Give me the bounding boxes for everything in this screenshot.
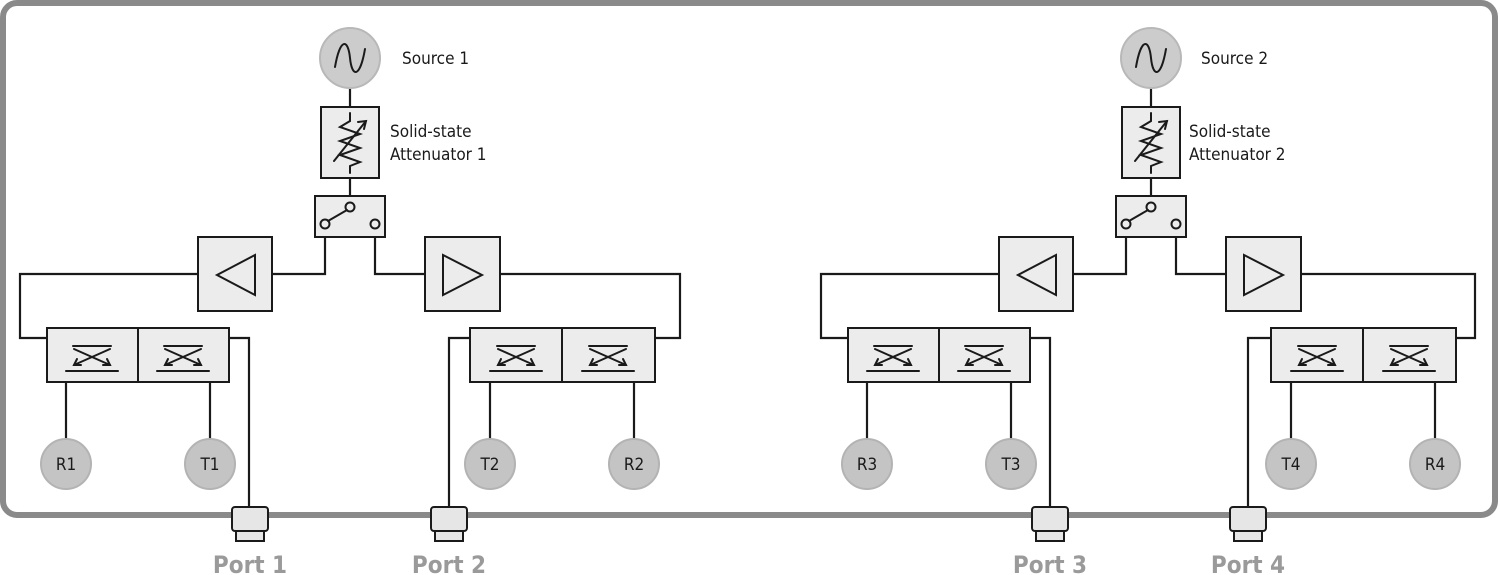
receiver-t2 bbox=[464, 438, 516, 490]
port-4-label: Port 4 bbox=[1211, 551, 1285, 575]
attenuator-2-label-line2: Attenuator 2 bbox=[1189, 145, 1286, 165]
triangle-right-icon bbox=[442, 253, 485, 297]
port-1-connector[interactable] bbox=[231, 506, 269, 532]
attenuator-1-label-line2: Attenuator 1 bbox=[390, 145, 487, 165]
amplifier-2-box bbox=[424, 236, 501, 312]
switch-arm-icon bbox=[1128, 209, 1149, 222]
right-half: Source 2 Solid-state Attenuator 2 R3 T3 … bbox=[819, 27, 1477, 507]
coupler-arrows-icon bbox=[1290, 345, 1344, 372]
coupler-arrows-icon bbox=[866, 345, 920, 372]
port-1-label: Port 1 bbox=[213, 551, 287, 575]
coupler-arrows-icon bbox=[581, 345, 635, 372]
switch-2-box bbox=[1115, 195, 1187, 238]
receiver-r4-label: R4 bbox=[1425, 455, 1445, 475]
port-4-connector[interactable] bbox=[1229, 506, 1267, 532]
coupler-r4 bbox=[1362, 327, 1457, 383]
receiver-r2 bbox=[608, 438, 660, 490]
coupler-t2 bbox=[469, 327, 563, 383]
triangle-left-icon bbox=[214, 253, 256, 297]
receiver-r3-label: R3 bbox=[857, 455, 877, 475]
coupler-glyphs bbox=[65, 345, 1436, 372]
receiver-t2-label: T2 bbox=[479, 455, 499, 475]
coupler-arrows-icon bbox=[489, 345, 543, 372]
port-2-connector[interactable] bbox=[430, 506, 468, 532]
variable-arrow-icon bbox=[333, 120, 367, 162]
resistor-icon bbox=[336, 112, 364, 174]
port-2-label: Port 2 bbox=[412, 551, 486, 575]
attenuator-1-label-line1: Solid-state bbox=[390, 122, 472, 142]
coupler-r3 bbox=[847, 327, 940, 383]
coupler-t3 bbox=[938, 327, 1031, 383]
coupler-r1 bbox=[46, 327, 139, 383]
sine-wave-icon bbox=[1135, 43, 1167, 73]
switch-contact-icon bbox=[1120, 218, 1132, 230]
resistor-icon bbox=[1137, 112, 1165, 174]
source-2-label: Source 2 bbox=[1201, 49, 1268, 69]
port-3-label: Port 3 bbox=[1013, 551, 1087, 575]
receiver-t4 bbox=[1265, 438, 1317, 490]
receiver-t4-label: T4 bbox=[1280, 455, 1300, 475]
triangle-right-icon bbox=[1243, 253, 1286, 297]
amplifier-1-box bbox=[197, 236, 273, 312]
receiver-r2-label: R2 bbox=[624, 455, 644, 475]
sine-wave-icon bbox=[334, 43, 366, 73]
receiver-r1-label: R1 bbox=[56, 455, 76, 475]
triangle-left-icon bbox=[1015, 253, 1057, 297]
coupler-arrows-icon bbox=[156, 345, 210, 372]
coupler-r2 bbox=[561, 327, 656, 383]
left-wiring bbox=[18, 88, 682, 507]
receiver-t1-label: T1 bbox=[199, 455, 219, 475]
left-half: Source 1 Solid-state Attenuator 1 R1 T1 bbox=[18, 27, 682, 507]
coupler-t1 bbox=[137, 327, 230, 383]
instrument-frame bbox=[0, 0, 1498, 518]
switch-arm-icon bbox=[327, 209, 348, 222]
receiver-r1 bbox=[40, 438, 92, 490]
coupler-t4 bbox=[1270, 327, 1364, 383]
amplifier-3-box bbox=[998, 236, 1074, 312]
port-connectors bbox=[231, 506, 1267, 542]
coupler-arrows-icon bbox=[65, 345, 119, 372]
amplifier-4-box bbox=[1225, 236, 1302, 312]
receiver-r3 bbox=[841, 438, 893, 490]
variable-arrow-icon bbox=[1134, 120, 1168, 162]
right-wiring bbox=[819, 88, 1477, 507]
receiver-t3-label: T3 bbox=[1000, 455, 1020, 475]
coupler-arrows-icon bbox=[1382, 345, 1436, 372]
attenuator-2-label-line1: Solid-state bbox=[1189, 122, 1271, 142]
receiver-t1 bbox=[184, 438, 236, 490]
receiver-t3 bbox=[985, 438, 1037, 490]
receiver-r4 bbox=[1409, 438, 1461, 490]
coupler-arrows-icon bbox=[957, 345, 1011, 372]
switch-contact-icon bbox=[319, 218, 331, 230]
port-3-connector[interactable] bbox=[1031, 506, 1069, 532]
source-1-label: Source 1 bbox=[402, 49, 469, 69]
